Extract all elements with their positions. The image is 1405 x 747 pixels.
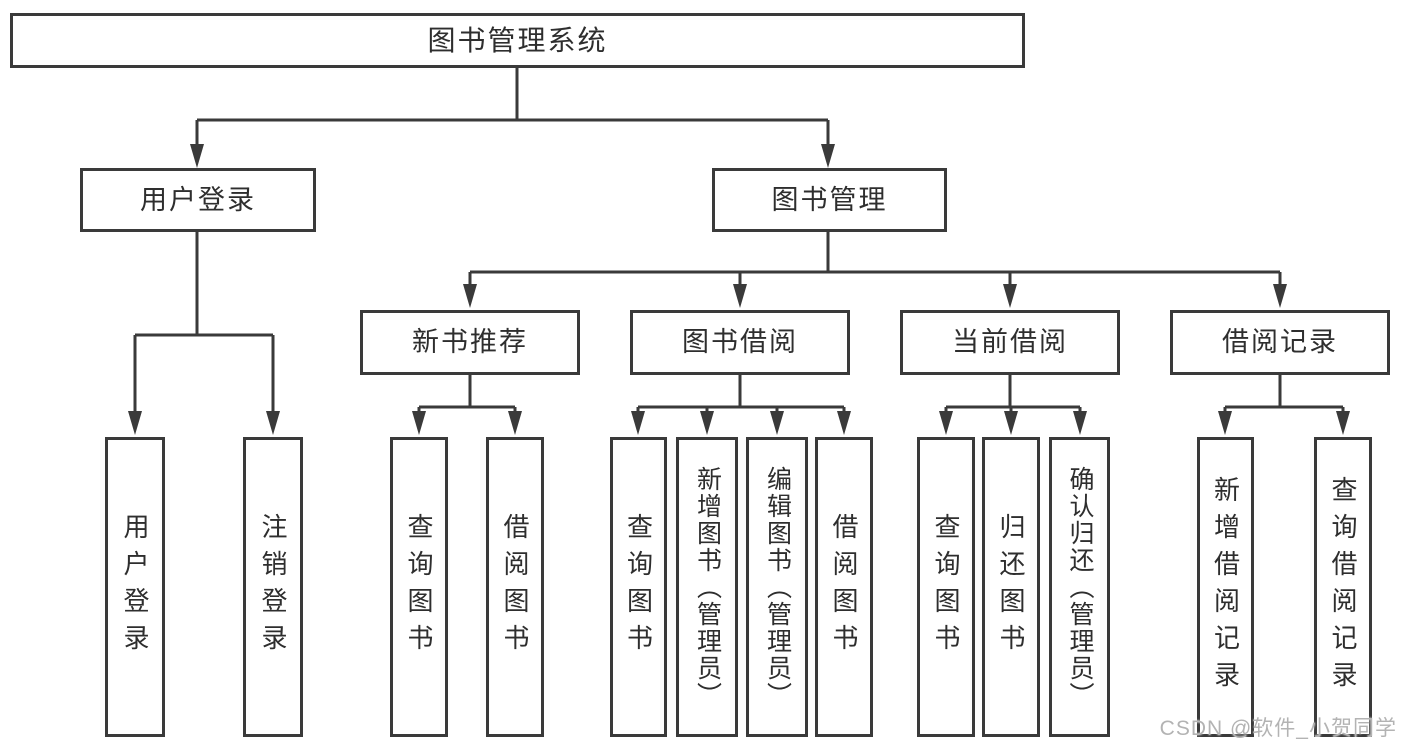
arrow-down-icon <box>837 411 851 435</box>
node-label: 图书管理 <box>771 184 888 215</box>
node-label: 查询图书 <box>404 513 434 661</box>
arrow-down-icon <box>1073 411 1087 435</box>
node-label: 当前借阅 <box>952 327 1068 357</box>
node-label: 编辑图书（管理员） <box>763 465 792 709</box>
leaf-add-books-admin: 新增图书（管理员） <box>676 437 738 737</box>
node-label: 新增图书（管理员） <box>693 465 722 709</box>
node-label: 查询图书 <box>931 513 961 661</box>
leaf-query-borrow-record: 查询借阅记录 <box>1314 437 1372 737</box>
leaf-borrow-books-recommend: 借阅图书 <box>486 437 544 737</box>
connector-current-borrow-to-leaves <box>944 375 1082 413</box>
arrow-down-icon <box>412 411 426 435</box>
arrow-down-icon <box>1336 411 1350 435</box>
node-user-login: 用户登录 <box>80 168 316 232</box>
node-label: 用户登录 <box>120 513 150 661</box>
leaf-query-books-current: 查询图书 <box>917 437 975 737</box>
arrow-down-icon <box>1003 284 1017 308</box>
arrow-down-icon <box>508 411 522 435</box>
leaf-confirm-return-admin: 确认归还（管理员） <box>1049 437 1110 737</box>
connector-book-borrow-to-leaves <box>636 375 846 413</box>
arrow-down-icon <box>266 411 280 435</box>
leaf-add-borrow-record: 新增借阅记录 <box>1197 437 1254 737</box>
connector-book-management-to-level3 <box>468 232 1282 286</box>
arrow-down-icon <box>463 284 477 308</box>
node-book-management: 图书管理 <box>712 168 947 232</box>
node-label: 归还图书 <box>996 513 1026 661</box>
node-book-borrow: 图书借阅 <box>630 310 850 375</box>
csdn-watermark: CSDN @软件_小贺同学 <box>1159 717 1397 740</box>
node-label: 借阅图书 <box>500 513 530 661</box>
arrow-down-icon <box>1218 411 1232 435</box>
arrow-down-icon <box>821 144 835 168</box>
arrow-down-icon <box>190 144 204 168</box>
node-current-borrow: 当前借阅 <box>900 310 1120 375</box>
node-label: 查询借阅记录 <box>1328 476 1358 698</box>
node-new-book-recommend: 新书推荐 <box>360 310 580 375</box>
arrow-down-icon <box>631 411 645 435</box>
arrow-down-icon <box>770 411 784 435</box>
node-label: 借阅记录 <box>1222 327 1338 357</box>
node-label: 图书借阅 <box>682 327 798 357</box>
connector-root-to-level2 <box>195 68 830 146</box>
arrow-down-icon <box>939 411 953 435</box>
node-borrow-records: 借阅记录 <box>1170 310 1390 375</box>
connector-new-book-recommend-to-leaves <box>417 375 517 413</box>
leaf-borrow-books: 借阅图书 <box>815 437 873 737</box>
node-label: 查询图书 <box>623 513 654 661</box>
leaf-edit-books-admin: 编辑图书（管理员） <box>746 437 808 737</box>
leaf-user-login: 用户登录 <box>105 437 165 737</box>
leaf-return-books: 归还图书 <box>982 437 1040 737</box>
leaf-query-books-recommend: 查询图书 <box>390 437 448 737</box>
node-library-management-system: 图书管理系统 <box>10 13 1025 68</box>
node-label: 用户登录 <box>140 184 256 215</box>
node-label: 借阅图书 <box>829 513 859 661</box>
arrow-down-icon <box>1273 284 1287 308</box>
arrow-down-icon <box>1004 411 1018 435</box>
node-label: 新书推荐 <box>412 327 528 357</box>
node-label: 注销登录 <box>258 513 288 661</box>
connector-user-login-to-leaves <box>133 232 275 413</box>
node-label: 确认归还（管理员） <box>1066 465 1094 709</box>
leaf-logout: 注销登录 <box>243 437 303 737</box>
node-label: 图书管理系统 <box>427 24 608 56</box>
connector-borrow-records-to-leaves <box>1223 375 1345 413</box>
leaf-query-books-borrow: 查询图书 <box>610 437 667 737</box>
arrow-down-icon <box>700 411 714 435</box>
node-label: 新增借阅记录 <box>1210 476 1241 698</box>
arrow-down-icon <box>128 411 142 435</box>
arrow-down-icon <box>733 284 747 308</box>
